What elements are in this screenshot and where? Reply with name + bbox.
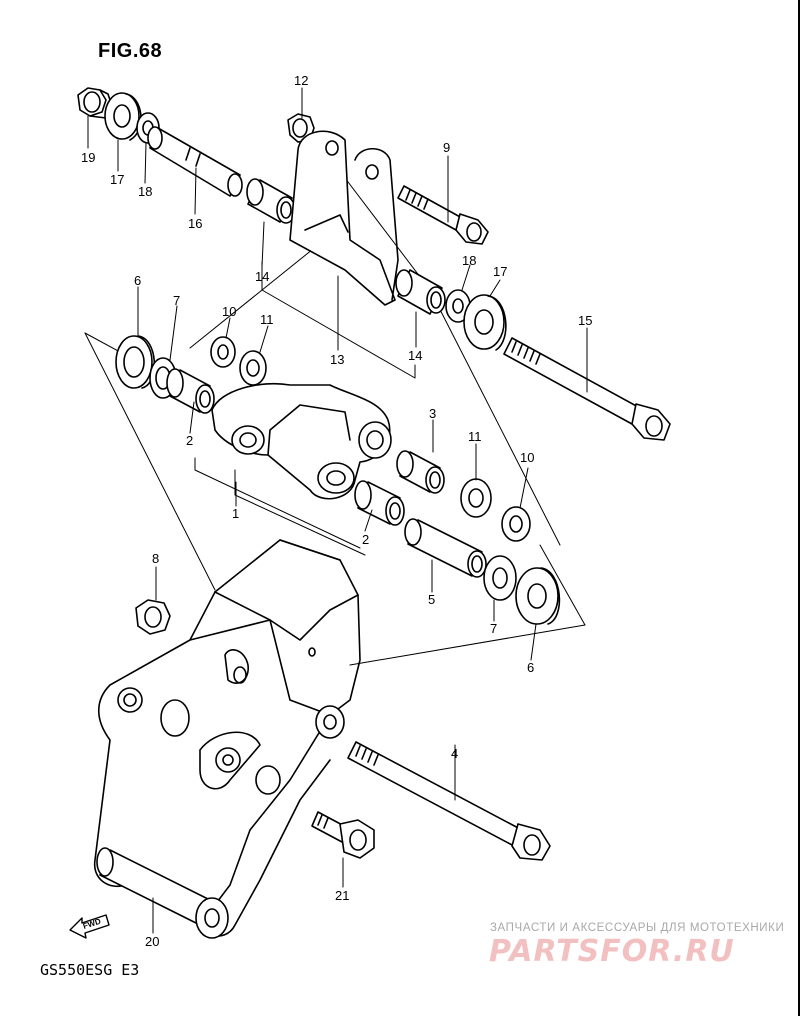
watermark-tagline: ЗАПЧАСТИ И АКСЕССУАРЫ ДЛЯ МОТОТЕХНИКИ <box>490 922 785 934</box>
part-7-washer-right <box>483 555 517 601</box>
callout-5: 5 <box>428 592 435 607</box>
part-13-bracket <box>289 130 399 306</box>
callout-1: 1 <box>232 506 239 521</box>
part-21-bolt <box>311 811 375 859</box>
part-10-washer-right <box>501 506 531 542</box>
callout-15: 15 <box>578 313 592 328</box>
callout-14-upper: 14 <box>255 269 269 284</box>
part-14-bearing-upper <box>246 178 296 224</box>
callout-2-left: 2 <box>186 433 193 448</box>
part-17-washer-left <box>104 92 142 141</box>
part-18-washer-right <box>445 289 471 323</box>
part-2-bearing-right <box>354 480 405 526</box>
part-19-nut <box>77 87 113 119</box>
callout-14-lower: 14 <box>408 348 422 363</box>
part-10-washer-left <box>210 336 236 368</box>
part-16-spacer <box>147 126 243 197</box>
model-code: GS550ESG E3 <box>40 961 140 979</box>
part-3-bearing <box>396 450 445 494</box>
callout-12: 12 <box>294 73 308 88</box>
callout-19: 19 <box>81 150 95 165</box>
part-6-seal-right <box>515 567 561 625</box>
callout-20: 20 <box>145 934 159 949</box>
part-9-bolt <box>397 185 489 245</box>
callout-7-left: 7 <box>173 293 180 308</box>
part-2-bearing-left <box>166 368 215 414</box>
callout-13: 13 <box>330 352 344 367</box>
part-11-washer-right <box>460 478 492 518</box>
callout-4: 4 <box>451 746 458 761</box>
callout-18-right: 18 <box>462 253 476 268</box>
callout-8: 8 <box>152 551 159 566</box>
part-11-washer-left <box>239 350 267 386</box>
callout-9: 9 <box>443 140 450 155</box>
assembly-guide-lines <box>84 177 586 666</box>
callout-numbers: 19 17 18 16 12 9 14 18 17 15 13 14 6 7 1… <box>81 73 592 949</box>
watermark-brand-logo: PARTSFOR.RU <box>489 934 735 969</box>
part-8-nut <box>135 599 171 635</box>
callout-21: 21 <box>335 888 349 903</box>
part-20-frame-bracket <box>94 539 361 939</box>
fwd-arrow-icon: FWD <box>69 914 110 939</box>
callout-17-right: 17 <box>493 264 507 279</box>
callout-18-left: 18 <box>138 184 152 199</box>
part-5-spacer <box>404 518 487 578</box>
callout-11-right: 11 <box>468 429 482 444</box>
callout-3: 3 <box>429 406 436 421</box>
figure-title: FIG.68 <box>98 40 163 62</box>
callout-10-left: 10 <box>222 304 236 319</box>
part-6-seal-left <box>115 335 156 389</box>
image-border <box>798 0 800 1016</box>
callout-17-left: 17 <box>110 172 124 187</box>
callout-10-right: 10 <box>520 450 534 465</box>
part-14-bearing-lower <box>395 269 446 315</box>
callout-leader-lines <box>87 87 588 934</box>
callout-7-right: 7 <box>490 621 497 636</box>
callout-16: 16 <box>188 216 202 231</box>
part-1-cushion-lever <box>211 382 392 500</box>
part-4-bolt <box>347 741 551 861</box>
callout-6-left: 6 <box>134 273 141 288</box>
part-17-washer-right <box>463 294 507 351</box>
callout-11-left: 11 <box>260 312 274 327</box>
callout-2-right: 2 <box>362 532 369 547</box>
part-15-long-bolt <box>503 337 671 441</box>
callout-6-right: 6 <box>527 660 534 675</box>
